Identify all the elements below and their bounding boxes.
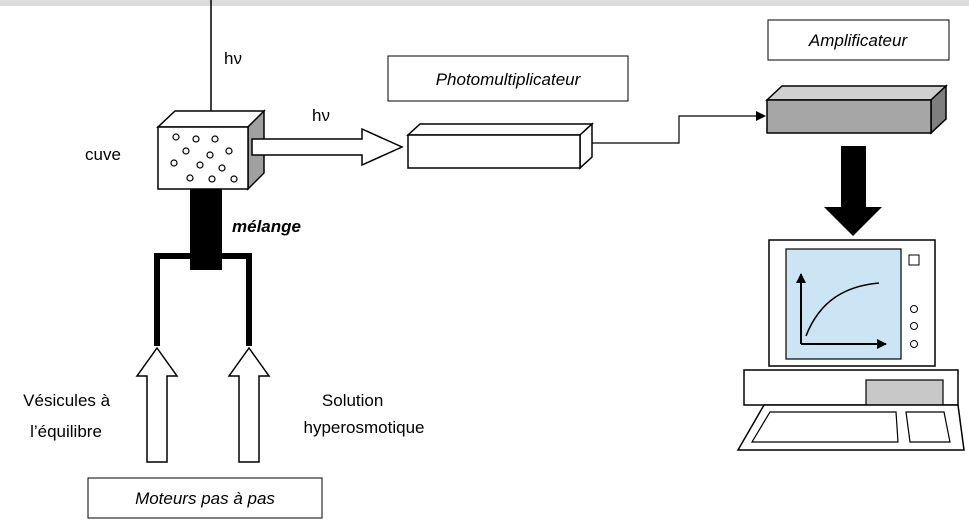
photomultiplier-tube [406, 122, 594, 170]
output-arrow [824, 146, 882, 236]
left-piston-arrow [135, 346, 179, 463]
monitor-knob [910, 305, 918, 313]
melange-label: mélange [232, 217, 301, 236]
hv-side-label: hν [312, 106, 330, 125]
photomultiplicateur-box [387, 55, 629, 102]
keyboard-keys-main [750, 411, 899, 443]
hv-top-label: hν [224, 49, 242, 68]
amplificateur-label: Amplificateur [808, 31, 909, 50]
cuve-label: cuve [85, 145, 121, 164]
vesicules-label: Vésicules à l’équilibre [23, 391, 115, 441]
emitted-light-arrow [251, 127, 404, 167]
top-bar [0, 0, 969, 6]
computer [736, 239, 965, 451]
disk-drive [865, 379, 944, 406]
signal-wire [592, 111, 766, 144]
solution-label: Solution hyperosmotique [304, 391, 425, 437]
right-piston-arrow [227, 346, 271, 463]
moteurs-label: Moteurs pas à pas [135, 489, 275, 508]
photomultiplicateur-label: Photomultiplicateur [436, 70, 582, 89]
moteurs-box [87, 477, 323, 519]
amplifier-device [765, 84, 948, 135]
monitor-knob [910, 322, 918, 330]
monitor-square-button [908, 254, 920, 266]
plot-curve [805, 282, 880, 337]
amplificateur-box [767, 19, 950, 61]
right-tube [220, 253, 252, 346]
cuvette-top [156, 110, 266, 128]
left-tube [154, 253, 192, 346]
mixer-block [190, 189, 222, 270]
cuvette [156, 109, 266, 191]
vesicle-bubbles [170, 133, 238, 183]
keyboard-keys-numpad [905, 411, 951, 443]
monitor-knob [910, 340, 918, 348]
monitor-screen [785, 248, 902, 360]
